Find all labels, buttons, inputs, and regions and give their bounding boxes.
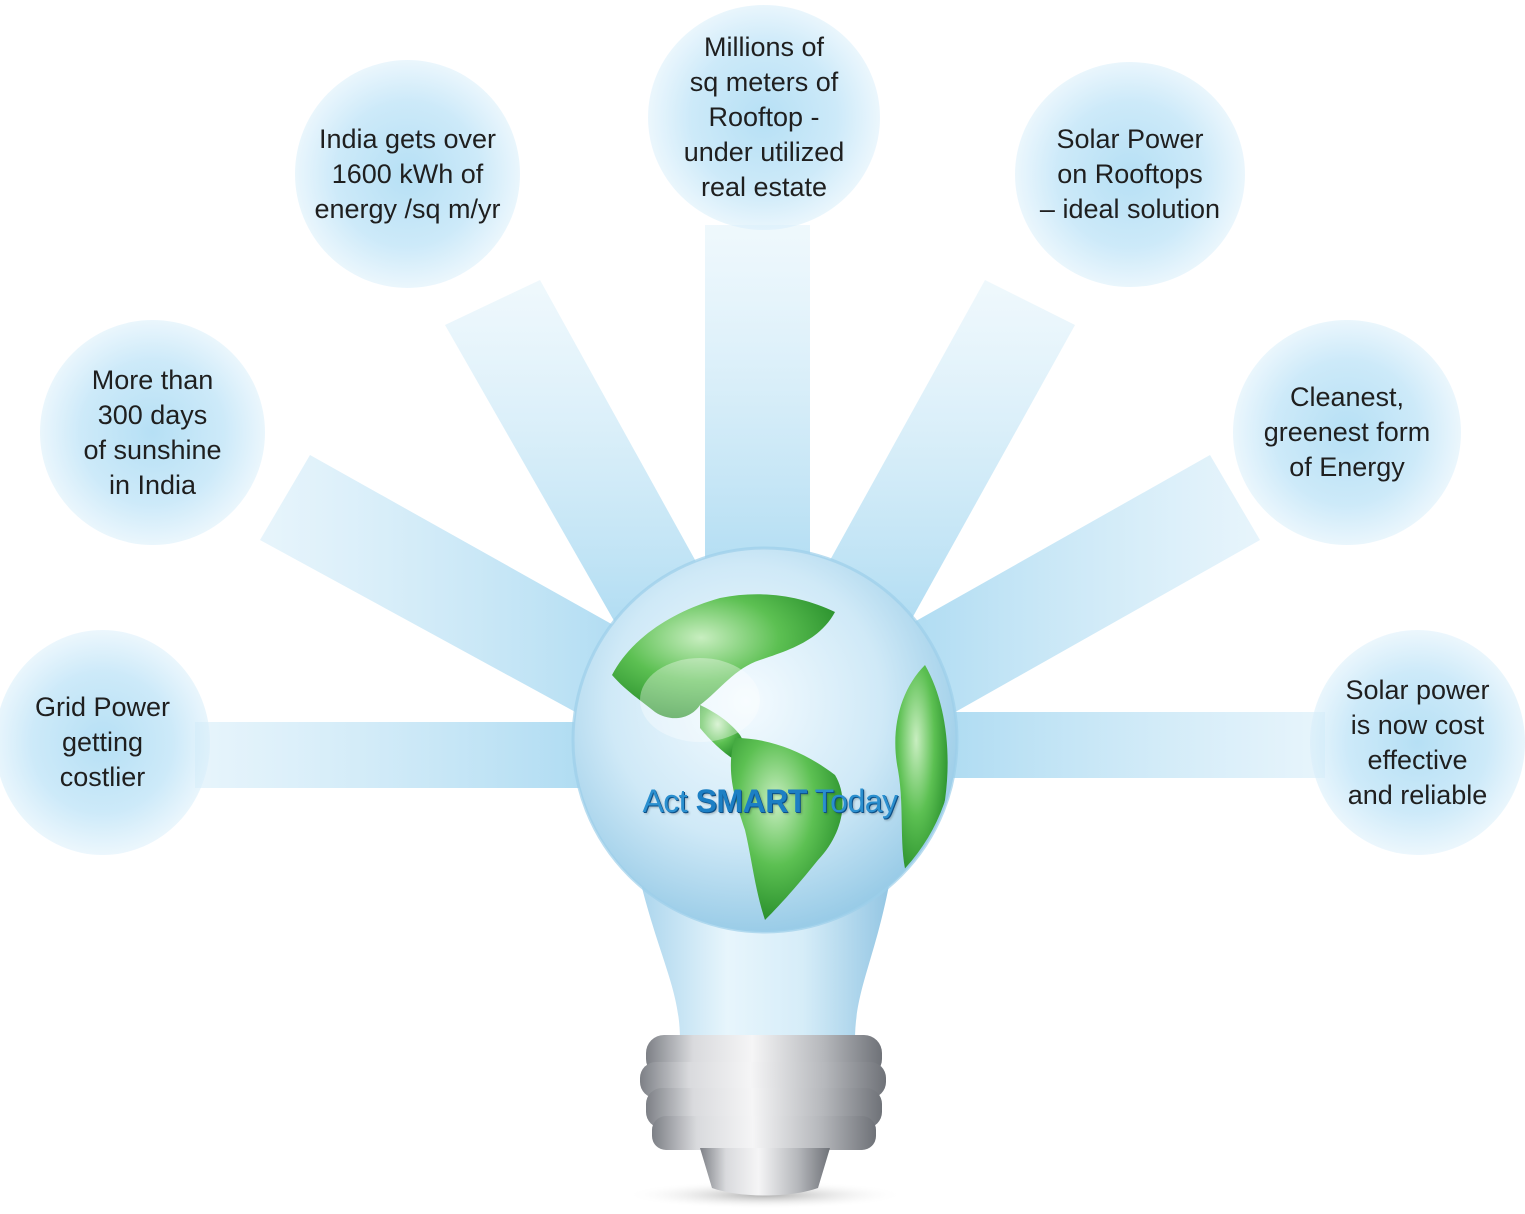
ray-left-diagonal [260, 455, 640, 720]
bubble-cost-effective: Solar power is now cost effective and re… [1310, 630, 1525, 855]
ray-left [195, 722, 595, 788]
slogan-suffix: Today [806, 783, 898, 819]
ray-right-diagonal [900, 455, 1260, 715]
bubble-rooftop-area-text: Millions of sq meters of Rooftop - under… [683, 32, 845, 202]
bubble-sunshine-days-text: More than 300 days of sunshine in India [83, 364, 222, 500]
bubble-energy-per-sqm-text: India gets over 1600 kWh of energy /sq m… [314, 123, 501, 224]
bulb-rim [571, 546, 959, 934]
bubble-rooftop-solar-text: Solar Power on Rooftops – ideal solution [1039, 124, 1221, 224]
light-rays [195, 225, 1325, 788]
ray-up [705, 225, 810, 590]
bulb-base [640, 1035, 886, 1196]
bubble-cleanest-energy: Cleanest, greenest form of Energy [1233, 320, 1461, 545]
bubble-sunshine-days: More than 300 days of sunshine in India [40, 320, 265, 545]
ray-right [940, 712, 1325, 778]
bubble-rooftop-area: Millions of sq meters of Rooftop - under… [648, 5, 880, 230]
bubble-grid-power-text: Grid Power getting costlier [34, 692, 171, 792]
bubble-grid-power: Grid Power getting costlier [0, 630, 210, 855]
slogan-prefix: Act [642, 783, 696, 819]
ray-upper-left [445, 280, 720, 640]
bubble-rooftop-solar: Solar Power on Rooftops – ideal solution [1015, 62, 1245, 287]
bubble-cost-effective-text: Solar power is now cost effective and re… [1345, 674, 1490, 810]
bubble-cleanest-energy-text: Cleanest, greenest form of Energy [1263, 382, 1431, 482]
bubble-energy-per-sqm: India gets over 1600 kWh of energy /sq m… [295, 60, 520, 288]
globe-highlight [640, 658, 760, 742]
slogan: Act SMART Today [520, 783, 1020, 820]
slogan-emphasis: SMART [695, 783, 808, 819]
north-america [612, 594, 835, 719]
ray-upper-right [808, 280, 1075, 640]
south-america [730, 738, 843, 920]
